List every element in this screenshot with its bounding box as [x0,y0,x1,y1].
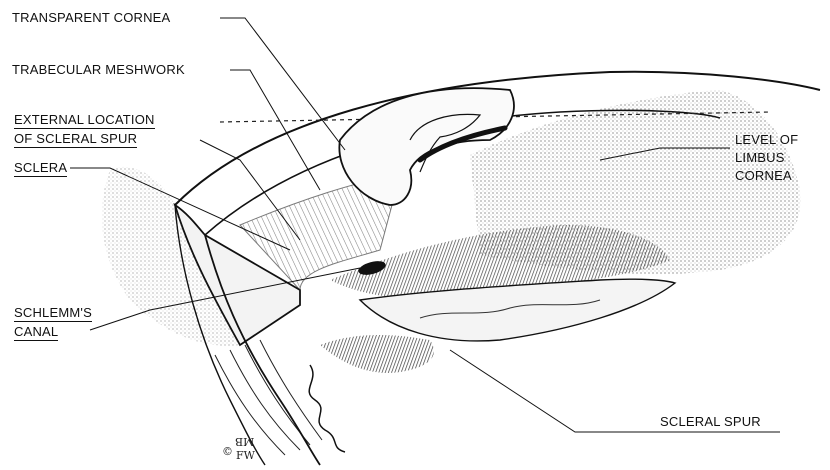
label-scleral-spur: SCLERAL SPUR [660,414,761,429]
signature-initials: MB [235,436,254,447]
label-limbus-line3: CORNEA [735,168,792,183]
signature-initials-bottom-wrap: FW [236,450,255,461]
label-trabecular-meshwork: TRABECULAR MESHWORK [12,62,185,77]
label-limbus-line1: LEVEL OF [735,132,798,147]
signature-mark: © [222,446,233,457]
leader-trabecular [230,70,320,190]
label-transparent-cornea: TRANSPARENT CORNEA [12,10,170,25]
label-external-location-line1: EXTERNAL LOCATION [14,112,155,129]
signature-initials-top: MB [235,435,254,448]
signature-initials-bottom: FW [236,449,255,462]
lower-fibers [215,340,322,455]
label-schlemms-line1: SCHLEMM'S [14,305,92,322]
label-external-location-line2: OF SCLERAL SPUR [14,131,137,148]
leader-transparent-cornea [220,18,345,150]
label-limbus-line2: LIMBUS [735,150,785,165]
label-schlemms-line2: CANAL [14,324,58,341]
ciliary-processes [320,335,434,373]
lower-wavy-border [309,365,345,452]
copyright-symbol: © [222,445,233,458]
label-sclera: SCLERA [14,160,67,177]
